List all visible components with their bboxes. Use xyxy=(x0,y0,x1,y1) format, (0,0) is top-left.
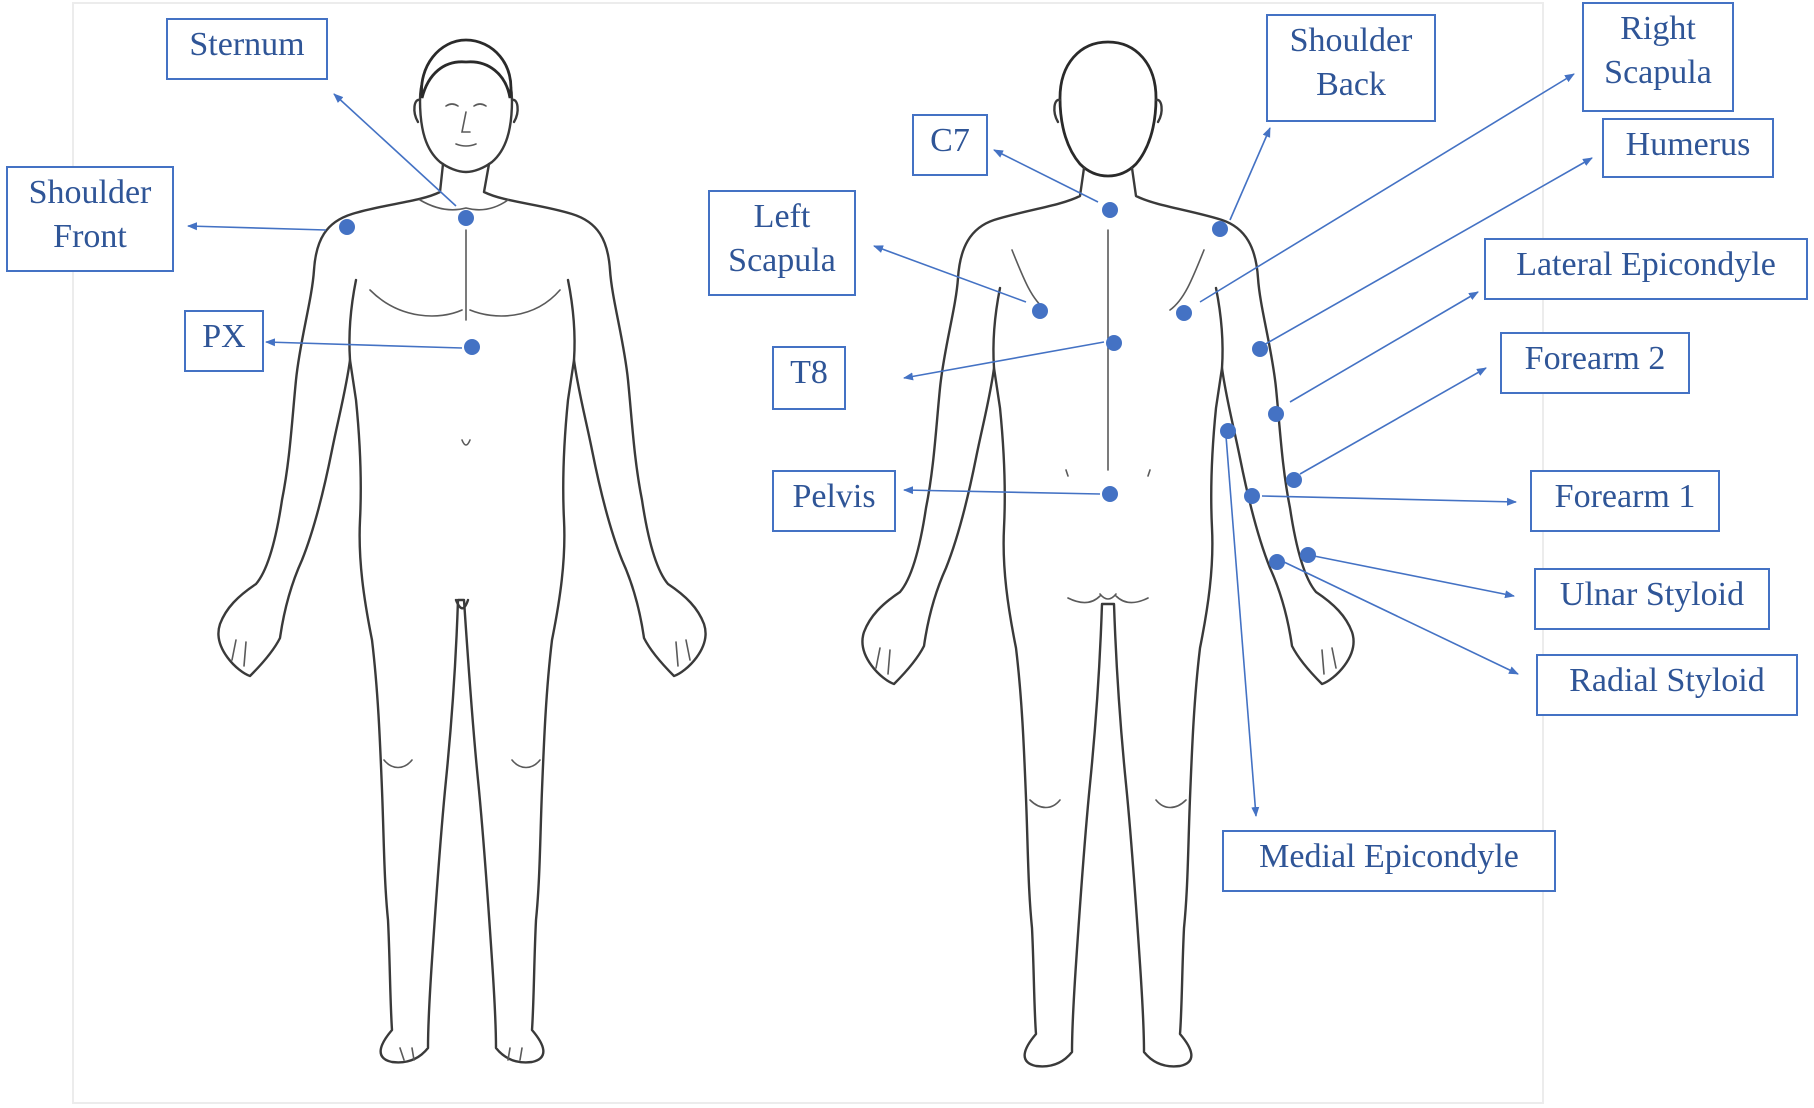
leader-shoulder-back xyxy=(1229,127,1271,221)
marker-humerus xyxy=(1252,341,1268,357)
marker-dots xyxy=(339,202,1316,570)
label-radial-styloid: Radial Styloid xyxy=(1536,654,1798,716)
label-shoulder-back: Shoulder Back xyxy=(1266,14,1436,122)
leader-lines xyxy=(187,73,1593,817)
marker-right-scapula xyxy=(1176,305,1192,321)
front-body-outline xyxy=(217,162,707,1064)
marker-px xyxy=(464,339,480,355)
marker-shoulder-back xyxy=(1212,221,1228,237)
front-hair xyxy=(420,38,513,99)
leader-medial-epicondyle xyxy=(1225,435,1260,817)
leader-ulnar-styloid xyxy=(1313,555,1515,599)
leader-sternum xyxy=(333,93,457,207)
label-right-scapula: Right Scapula xyxy=(1582,2,1734,112)
marker-t8 xyxy=(1106,335,1122,351)
label-lateral-epicondyle: Lateral Epicondyle xyxy=(1484,238,1808,300)
leader-t8 xyxy=(903,341,1105,381)
marker-pelvis xyxy=(1102,486,1118,502)
leader-pelvis xyxy=(903,486,1101,495)
marker-forearm-1 xyxy=(1244,488,1260,504)
back-body-outline xyxy=(861,166,1355,1068)
leader-shoulder-front xyxy=(187,222,327,231)
leader-c7 xyxy=(993,149,1099,203)
marker-ulnar-styloid xyxy=(1300,547,1316,563)
label-sternum: Sternum xyxy=(166,18,328,80)
label-shoulder-front: Shoulder Front xyxy=(6,166,174,272)
label-ulnar-styloid: Ulnar Styloid xyxy=(1534,568,1770,630)
marker-left-scapula xyxy=(1032,303,1048,319)
label-left-scapula: Left Scapula xyxy=(708,190,856,296)
front-body-figure xyxy=(217,38,707,1064)
label-forearm-2: Forearm 2 xyxy=(1500,332,1690,394)
label-px: PX xyxy=(184,310,264,372)
label-forearm-1: Forearm 1 xyxy=(1530,470,1720,532)
figure-frame xyxy=(72,2,1544,1104)
marker-sternum xyxy=(458,210,474,226)
marker-medial-epicondyle xyxy=(1220,423,1236,439)
label-t8: T8 xyxy=(772,346,846,410)
back-body-figure xyxy=(861,40,1355,1068)
leader-px xyxy=(265,338,463,349)
leader-humerus xyxy=(1261,157,1593,347)
marker-forearm-2 xyxy=(1286,472,1302,488)
leader-radial-styloid xyxy=(1283,561,1519,675)
leader-right-scapula xyxy=(1199,73,1575,303)
label-medial-epicondyle: Medial Epicondyle xyxy=(1222,830,1556,892)
label-pelvis: Pelvis xyxy=(772,470,896,532)
marker-radial-styloid xyxy=(1269,554,1285,570)
label-humerus: Humerus xyxy=(1602,118,1774,178)
leader-forearm-2 xyxy=(1299,367,1487,475)
marker-shoulder-front xyxy=(339,219,355,235)
back-head xyxy=(1058,40,1158,178)
label-c7: C7 xyxy=(912,114,988,176)
marker-lateral-epicondyle xyxy=(1268,406,1284,422)
leader-lateral-epicondyle xyxy=(1289,291,1479,403)
leader-forearm-1 xyxy=(1261,495,1517,506)
leader-left-scapula xyxy=(873,245,1027,303)
marker-c7 xyxy=(1102,202,1118,218)
